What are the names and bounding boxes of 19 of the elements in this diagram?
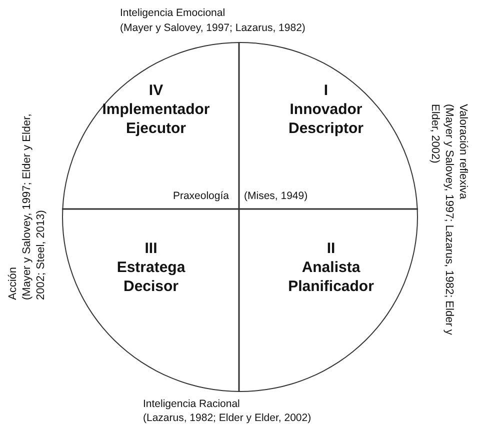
quadrant-number: I <box>322 81 330 100</box>
axis-heading: Inteligencia Emocional <box>120 7 226 20</box>
quadrant-title: Implementador Ejecutor <box>101 100 211 138</box>
quadrant-number: III <box>144 239 158 258</box>
citation: (Mises, 1949) <box>244 190 308 203</box>
axis-label: Praxeología <box>172 190 229 203</box>
quadrant-title: Analista Planificador <box>287 258 375 296</box>
quadrant-title: Estratega Decisor <box>116 258 186 296</box>
quadrant-title: Innovador Descriptor <box>287 100 365 138</box>
circle-outline <box>62 42 418 392</box>
axis-heading: Acción <box>6 266 20 300</box>
citation: (Lazarus, 1982; Elder y Elder, 2002) <box>143 412 312 425</box>
citation: (Mayer y Salovey, 1997; Lazarus, 1982; Elder y Elder, 2002) <box>428 104 456 337</box>
axis-heading: Inteligencia Racional <box>143 398 240 411</box>
quadrant-number: IV <box>148 81 164 100</box>
axis-heading: Valoración reflexiva <box>456 104 470 202</box>
citation: (Mayer y Salovey, 1997; Lazarus, 1982) <box>120 22 306 35</box>
quadrant-number: II <box>326 239 336 258</box>
citation: (Mayer y Salovey, 1997; Elder y Elder, 2002; Steel, 2013) <box>20 112 48 300</box>
